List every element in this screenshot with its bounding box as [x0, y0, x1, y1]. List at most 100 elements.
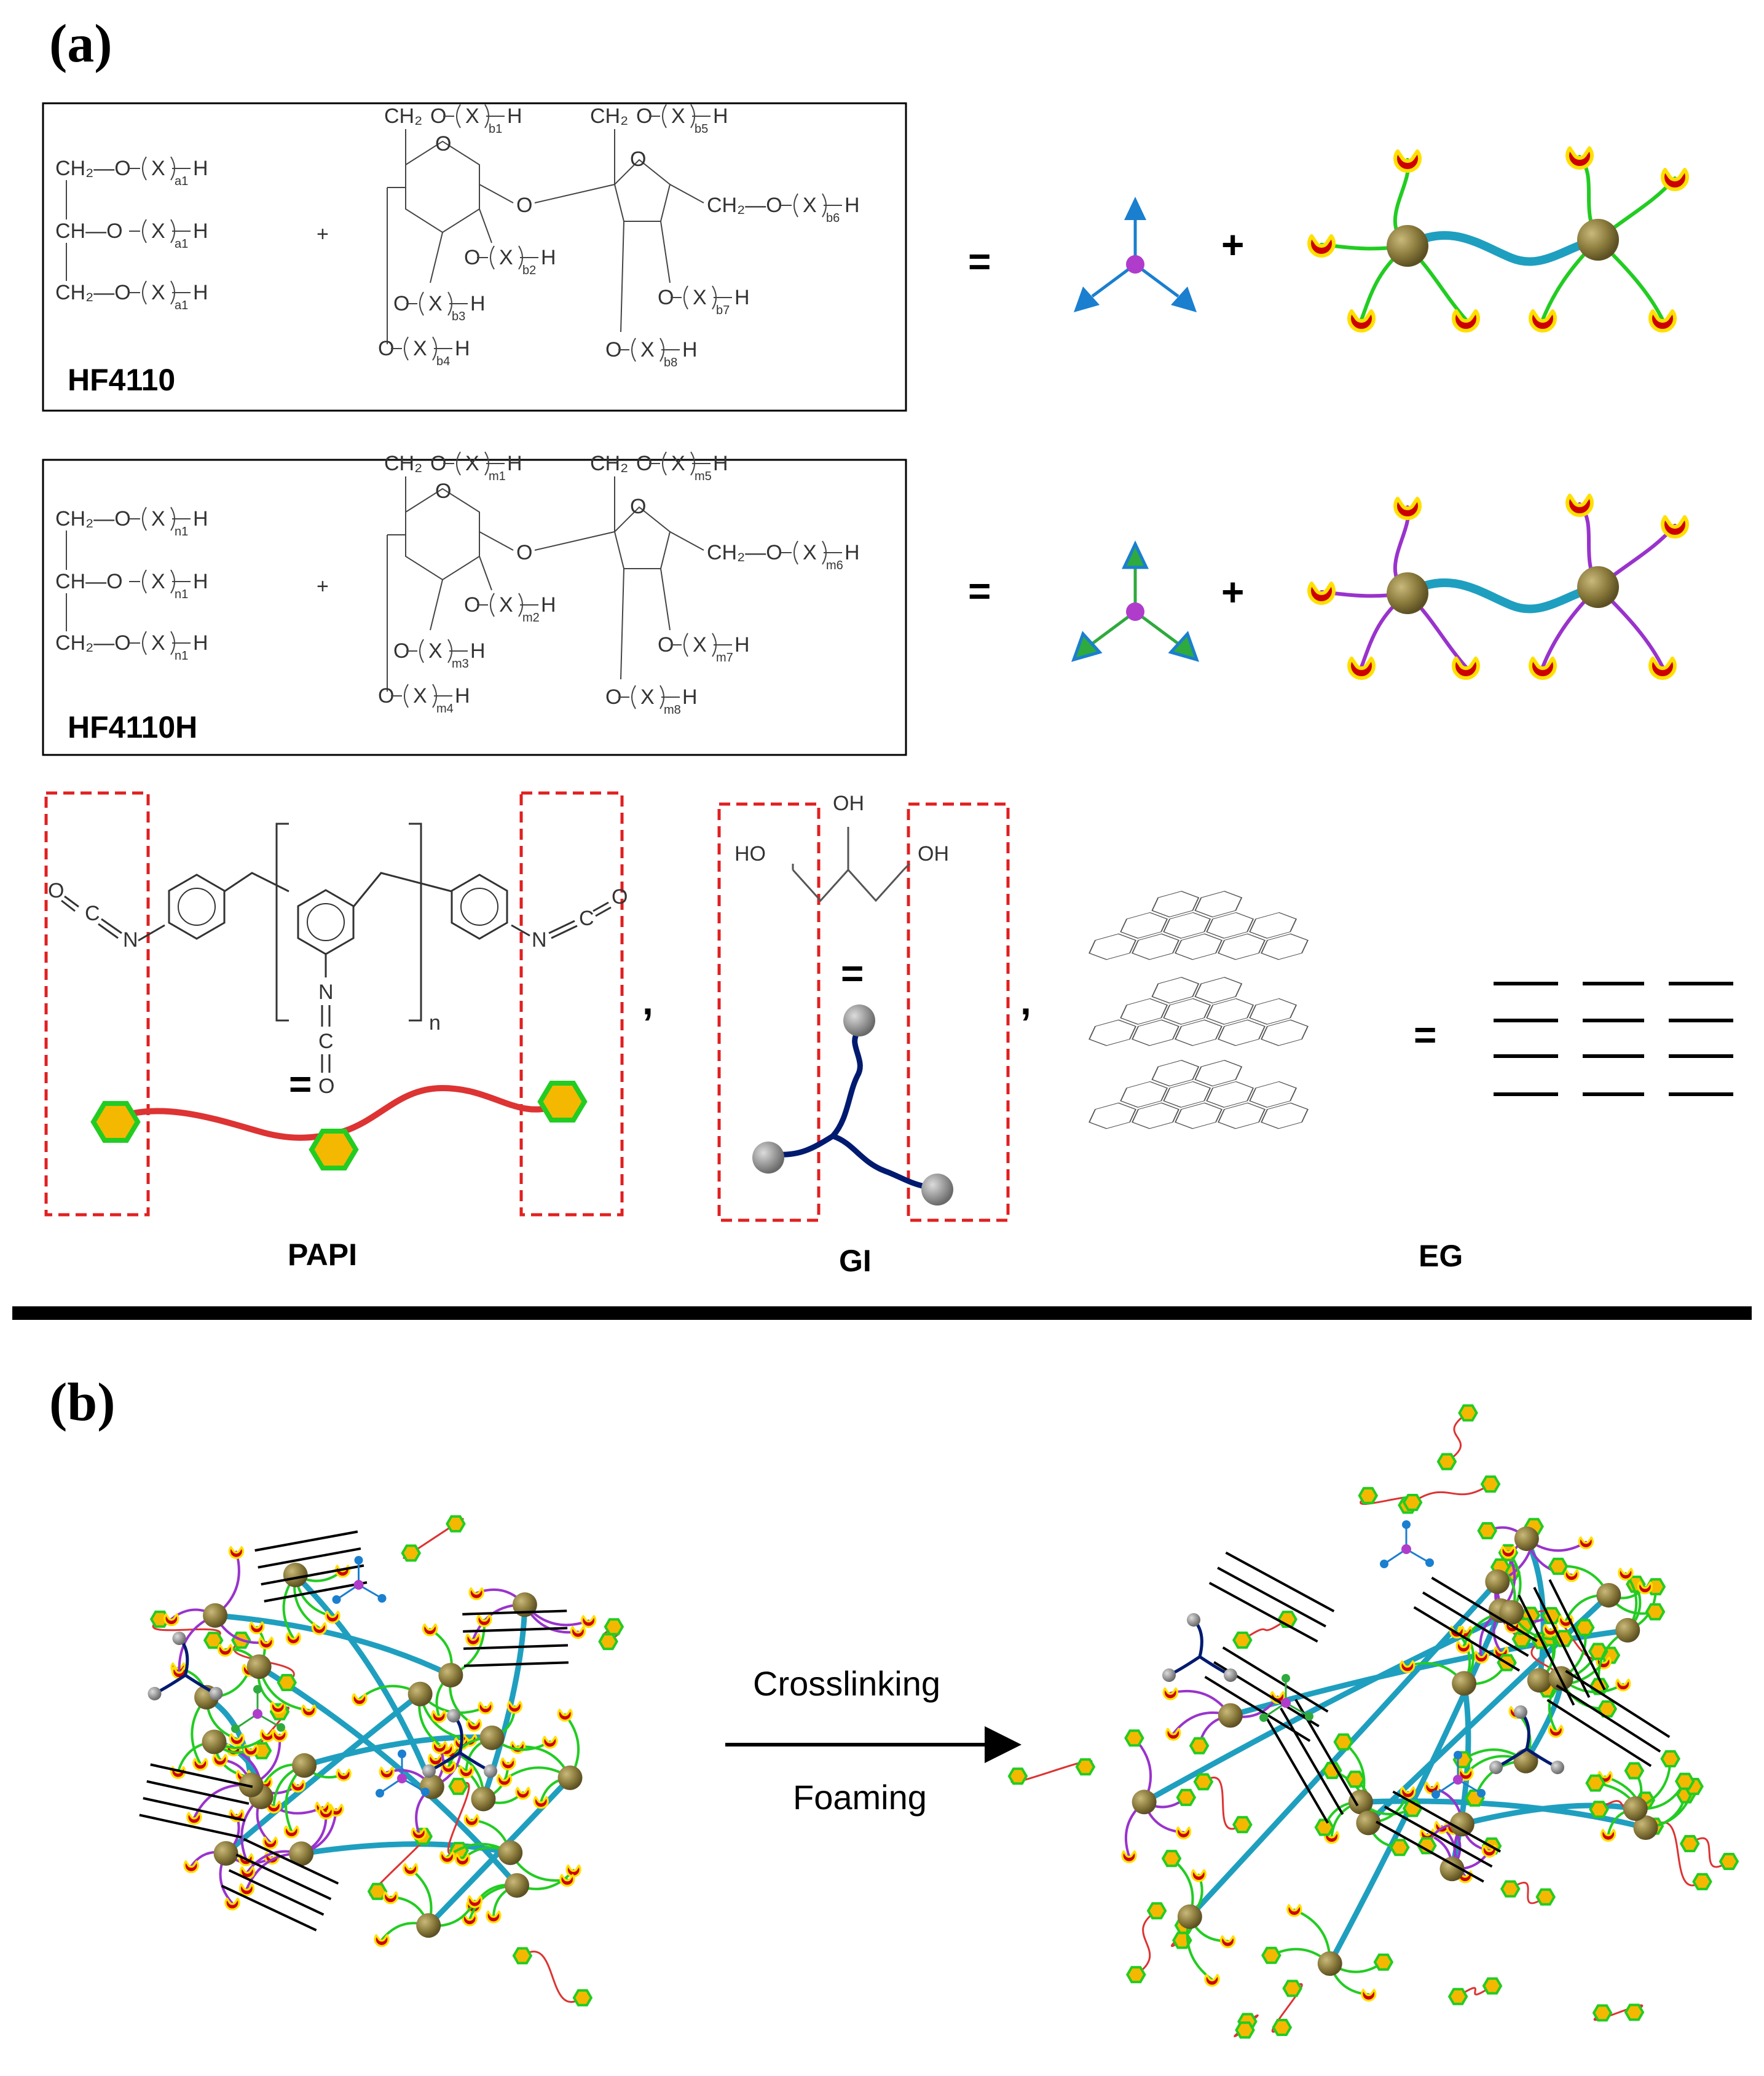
- chem-subscript: m4: [436, 702, 454, 716]
- graphene-hexagon: [1175, 1102, 1223, 1129]
- hydroxyl-end-crescent: [463, 1814, 480, 1828]
- chem-h: H: [682, 338, 698, 361]
- tripod-tip: [1454, 1751, 1462, 1759]
- eg-stack: [462, 1609, 569, 1667]
- core-bead: [498, 1840, 523, 1865]
- chem-x: X: [693, 633, 707, 657]
- core-bead: [1387, 225, 1428, 267]
- graphene-hexagon: [1194, 977, 1243, 1004]
- hydroxyl-end-crescent: [478, 1701, 494, 1715]
- polyol-arm: [1202, 1777, 1243, 1830]
- hydroxyl-end-crescent: [1615, 1678, 1631, 1692]
- graphene-hexagon: [1218, 1102, 1266, 1129]
- graphene-hexagon: [1206, 912, 1254, 939]
- polyol-glyph: [1309, 148, 1687, 331]
- nco-o: O: [612, 885, 628, 909]
- eg-layer-line: [463, 1627, 568, 1633]
- isocyanate-hexagon: [1448, 1987, 1468, 2005]
- core-bead: [408, 1681, 433, 1707]
- chem-subscript: b2: [522, 264, 536, 277]
- hf4110h-name: HF4110H: [68, 710, 197, 744]
- graphene-hexagon: [1249, 998, 1297, 1025]
- polyol-arm: [212, 1612, 454, 1678]
- chem-subscript: n1: [175, 588, 188, 601]
- comma-2: ,: [1020, 979, 1031, 1023]
- isocyanate-hexagon: [512, 1947, 532, 1965]
- chem-subscript: b8: [664, 356, 677, 369]
- bond: [479, 184, 514, 203]
- hydroxyl-end-crescent: [258, 1636, 274, 1650]
- isocyanate-hexagon: [1692, 1873, 1712, 1890]
- graphene-hexagon: [1261, 933, 1309, 960]
- ch2-group: CH₂: [384, 452, 422, 475]
- chem-h: H: [455, 337, 470, 360]
- hydroxyl-end-crescent: [1567, 148, 1592, 168]
- bracket-left: [793, 540, 798, 565]
- gi-oh-right: OH: [918, 842, 949, 866]
- polyol-arm: [1411, 1483, 1492, 1504]
- eg-stack: [1208, 1551, 1335, 1643]
- polyol-backbone: [1403, 231, 1602, 266]
- polyol-arm: [152, 1618, 221, 1641]
- polyol-arm: [1509, 1881, 1547, 1904]
- core-bead: [1317, 1951, 1342, 1976]
- papi-right-dashed-box: [519, 791, 624, 1217]
- hf4110h-tripod-icon: [1071, 540, 1199, 662]
- hydroxyl-end-crescent: [352, 1693, 368, 1707]
- gi-structure: OH HO OH = GI: [717, 792, 1010, 1278]
- chem-x: X: [151, 631, 165, 655]
- chem-x: X: [151, 219, 165, 243]
- nco-n: N: [318, 981, 334, 1004]
- glycerol-tripod: [1380, 1520, 1434, 1568]
- bracket-left: [683, 285, 688, 310]
- hydroxyl-end-crescent: [183, 1860, 199, 1874]
- eg-layer-line: [146, 1780, 250, 1805]
- hydroxyl-end-crescent: [229, 1733, 245, 1746]
- repeat-bracket-right: [409, 823, 422, 1022]
- ch2-group: CH₂: [384, 105, 422, 128]
- chem-subscript: m6: [826, 559, 843, 572]
- tripod-tip: [231, 1724, 240, 1733]
- chem-subscript: m5: [695, 470, 712, 483]
- polyol-arm: [1446, 1411, 1469, 1463]
- chem-subscript: n1: [175, 649, 188, 663]
- chem-h: H: [845, 194, 860, 217]
- papi-left-dashed-box: [44, 791, 150, 1217]
- chem-x: X: [151, 570, 165, 593]
- isocyanate-hexagon: [1680, 1835, 1700, 1853]
- chem-subscript: b6: [826, 211, 840, 225]
- link-o: O: [516, 541, 532, 564]
- eg-layer-line: [462, 1609, 567, 1616]
- polyol-arm: [1653, 1821, 1703, 1887]
- eg-stack: [254, 1530, 368, 1603]
- hydroxyl-end-crescent: [301, 1704, 317, 1718]
- furanose-ring: [613, 159, 671, 222]
- gi-ball: [209, 1687, 223, 1700]
- graphene-hexagon: [1120, 912, 1168, 939]
- isocyanate-hexagon: [1675, 1772, 1695, 1790]
- core-bead: [289, 1841, 314, 1866]
- eg-graphene-sheets: [1089, 891, 1309, 1129]
- graphene-hexagon: [1218, 1019, 1266, 1046]
- benzene-ring: [168, 874, 226, 940]
- eg-layer-symbol: [1494, 982, 1733, 1096]
- bond: [479, 531, 514, 551]
- tripod-tip: [1380, 1560, 1388, 1568]
- tripod-tip: [1425, 1558, 1434, 1567]
- eg-layer-line: [228, 1869, 325, 1916]
- hydroxyl-end-crescent: [1286, 1904, 1302, 1917]
- eg-stack: [1546, 1670, 1671, 1767]
- isocyanate-hexagon: [1390, 1839, 1410, 1857]
- hydroxyl-end-crescent: [1309, 236, 1334, 256]
- graphene-hexagon: [1163, 1081, 1211, 1108]
- isocyanate-hexagon: [1162, 1850, 1182, 1868]
- polyol-arm: [1187, 1579, 1500, 1920]
- hydroxyl-end-crescent: [570, 1626, 586, 1640]
- polyol-arm: [1241, 1618, 1289, 1641]
- bracket-left: [142, 507, 147, 531]
- benzene-ring: [451, 874, 508, 940]
- hydroxyl-end-crescent: [311, 1622, 328, 1635]
- chem-subscript: m8: [664, 703, 681, 717]
